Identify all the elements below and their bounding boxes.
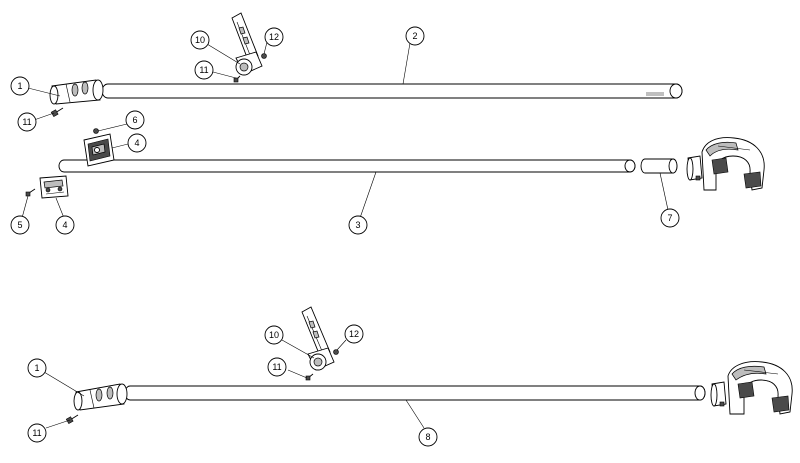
callout-8: 8 <box>418 427 438 447</box>
connector-part-1-bottom <box>73 383 128 411</box>
callout-12-top: 12 <box>264 27 284 47</box>
callout-11-top-left: 11 <box>17 112 37 132</box>
svg-text:12: 12 <box>269 32 279 42</box>
svg-text:11: 11 <box>199 65 208 75</box>
callout-2: 2 <box>405 26 425 46</box>
svg-text:1: 1 <box>34 363 39 373</box>
callout-11-bottom-left: 11 <box>27 423 47 443</box>
svg-text:3: 3 <box>355 220 360 230</box>
tube-part-3 <box>58 159 636 173</box>
lever-clamp-part-10-top <box>231 12 263 76</box>
callout-7: 7 <box>660 208 680 228</box>
bracket-part-4-upper <box>83 133 115 167</box>
callout-1-top: 1 <box>10 76 30 96</box>
svg-text:11: 11 <box>22 117 31 127</box>
svg-text:4: 4 <box>62 220 67 230</box>
callout-10-bottom: 10 <box>264 325 284 345</box>
callout-4-upper: 4 <box>127 133 147 153</box>
svg-text:4: 4 <box>134 138 139 148</box>
callout-12-bottom: 12 <box>344 324 364 344</box>
callout-6: 6 <box>125 110 145 130</box>
screw-part-11-b <box>233 75 241 83</box>
callout-3: 3 <box>348 215 368 235</box>
screw-part-5 <box>25 188 36 197</box>
screw-part-11-c <box>65 414 79 425</box>
svg-text:1: 1 <box>17 81 22 91</box>
screw-part-11-d <box>305 373 314 381</box>
hook-end-assembly-middle <box>686 137 765 191</box>
svg-text:11: 11 <box>32 428 41 438</box>
callout-1-bottom: 1 <box>27 358 47 378</box>
nut-part-12-top <box>261 53 267 59</box>
svg-text:5: 5 <box>17 220 22 230</box>
svg-text:8: 8 <box>425 432 430 442</box>
leader-lines <box>21 41 669 429</box>
tube-part-2 <box>101 83 683 99</box>
hook-end-assembly-bottom <box>710 361 793 415</box>
callout-4-lower: 4 <box>55 215 75 235</box>
callout-11-top-clamp: 11 <box>194 60 214 80</box>
callout-10-top: 10 <box>190 30 210 50</box>
callout-5: 5 <box>10 215 30 235</box>
nut-part-12-bottom <box>333 349 339 355</box>
callout-11-bottom-clamp: 11 <box>267 357 287 377</box>
svg-text:12: 12 <box>349 329 359 339</box>
sleeve-part-7 <box>640 158 678 174</box>
svg-text:10: 10 <box>195 35 205 45</box>
svg-text:6: 6 <box>132 115 137 125</box>
svg-text:7: 7 <box>667 213 672 223</box>
connector-part-1-top <box>49 79 104 105</box>
nut-part-6 <box>93 128 99 134</box>
svg-text:10: 10 <box>269 330 279 340</box>
bracket-part-4-lower <box>39 175 69 199</box>
svg-text:2: 2 <box>412 31 417 41</box>
screw-part-11-a <box>50 107 64 118</box>
lever-clamp-part-10-bottom <box>301 306 335 371</box>
tube-part-8 <box>124 385 706 401</box>
svg-text:11: 11 <box>272 362 281 372</box>
